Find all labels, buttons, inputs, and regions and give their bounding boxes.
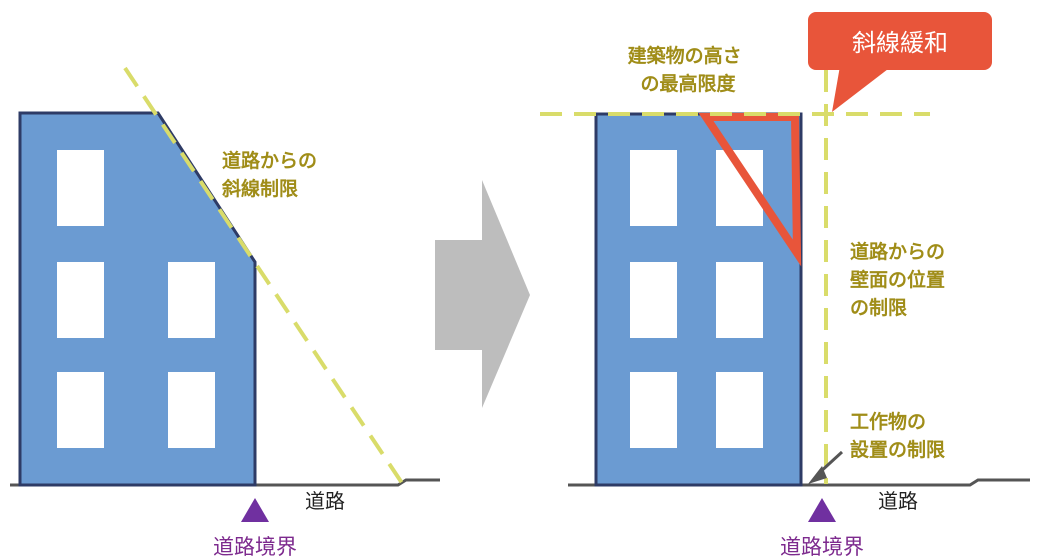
structure-pointer-arrowhead-shape (808, 466, 827, 484)
right-window (716, 372, 763, 448)
left-slant-limit-line (123, 66, 404, 485)
transition-arrow-shape (435, 180, 530, 408)
left-building (18, 111, 257, 487)
left-window (57, 372, 104, 448)
right-building (594, 112, 803, 487)
right-window (716, 262, 763, 338)
relaxation-triangle (698, 113, 802, 267)
left-panel: 道路からの 斜線制限 道路 道路境界 (10, 66, 440, 559)
left-window (168, 372, 215, 448)
left-road-label: 道路 (305, 489, 345, 513)
right-window (630, 372, 677, 448)
wall-position-label: 道路からの 壁面の位置 の制限 (850, 240, 952, 319)
right-road-label: 道路 (878, 489, 918, 513)
right-window (630, 262, 677, 338)
left-window (57, 262, 104, 338)
callout-label: 斜線緩和 (852, 29, 948, 57)
left-boundary-marker (241, 498, 269, 522)
structure-limit-label: 工作物の 設置の制限 (850, 410, 945, 461)
height-limit-label: 建築物の高さ の最高限度 (628, 44, 749, 95)
callout-pointer-shape (832, 66, 892, 112)
left-slant-label: 道路からの 斜線制限 (221, 149, 324, 200)
right-panel: 斜線緩和 建築物の高さ の最高限度 道路からの 壁面の位置 の制限 工作物の 設… (540, 12, 1030, 559)
right-window (630, 150, 677, 226)
left-boundary-label: 道路境界 (213, 535, 297, 559)
right-boundary-marker (808, 498, 836, 522)
callout-box (808, 12, 992, 70)
left-window (168, 262, 215, 338)
left-window (57, 150, 104, 226)
right-boundary-label: 道路境界 (780, 535, 864, 559)
